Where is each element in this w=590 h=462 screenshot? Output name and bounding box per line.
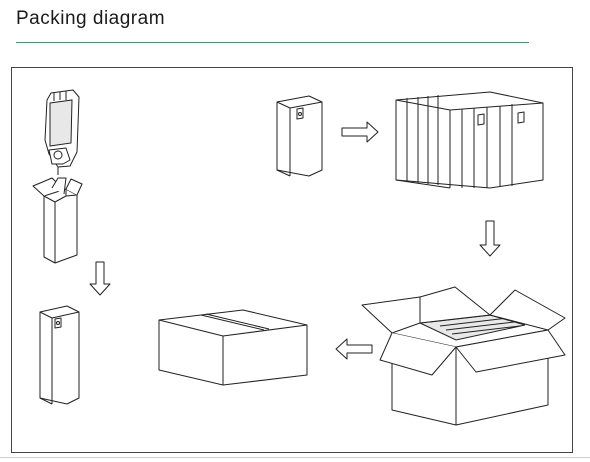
arrow-down-icon-2 — [479, 220, 501, 257]
diagram-frame — [11, 67, 573, 453]
arrow-left-icon — [335, 338, 373, 360]
arrow-right-icon — [341, 121, 379, 143]
page-title: Packing diagram — [16, 8, 166, 29]
single-box-icon — [276, 95, 323, 177]
open-box-icon — [32, 177, 83, 264]
open-carton-icon — [361, 286, 566, 426]
page-bottom-rule — [0, 457, 590, 458]
box-stack-icon — [395, 91, 544, 189]
box-icon — [39, 305, 80, 405]
arrow-down-icon — [89, 261, 111, 296]
title-rule — [16, 42, 529, 43]
carton-icon — [158, 309, 308, 386]
street-light-icon — [44, 89, 80, 175]
